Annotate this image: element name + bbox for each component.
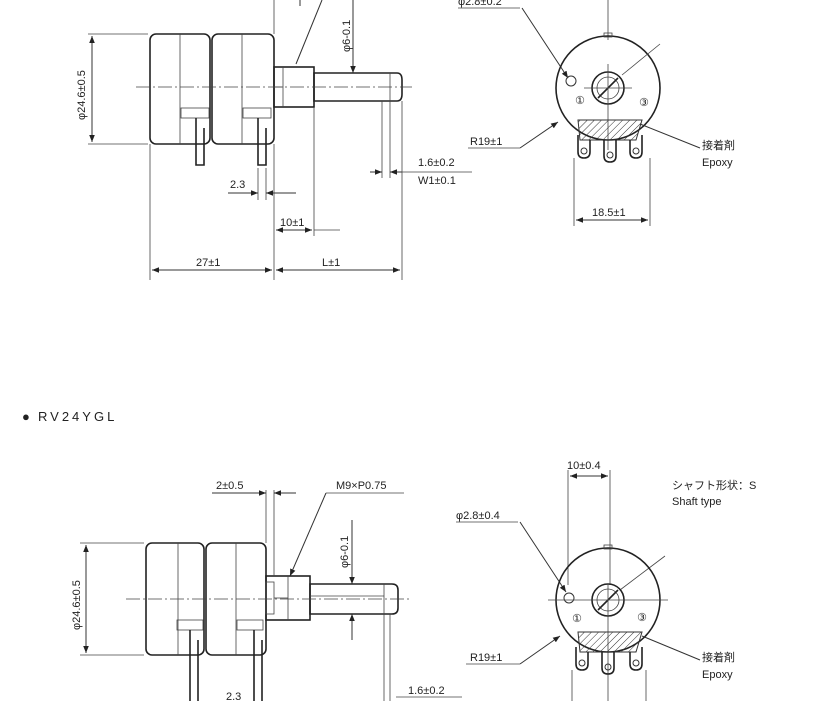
top-lug-3 (629, 135, 643, 159)
bottom-shaft (309, 583, 399, 615)
bottom-front-view: 10±0.4 シャフト形状：S Shaft type φ2.8±0.4 ① ③ … (456, 460, 756, 701)
top-w1-label: W1±0.1 (418, 175, 456, 187)
bottom-terminal-right (253, 630, 263, 701)
top-lug-1 (577, 135, 591, 159)
bottom-m9-label: M9×P0.75 (336, 480, 386, 492)
bottom-adhesive-jp: 接着剤 (702, 650, 735, 664)
bottom-lug-2 (601, 652, 615, 675)
bottom-shaft-type-en: Shaft type (672, 496, 722, 508)
bottom-shaft-type-jp: シャフト形状：S (672, 478, 756, 492)
bottom-lug-1 (575, 647, 589, 671)
top-d27-label: 27±1 (196, 257, 220, 269)
bottom-phi6-label: φ6-0.1 (339, 536, 351, 568)
bottom-d10-label: 10±0.4 (567, 460, 601, 472)
top-mount-hole (565, 75, 577, 87)
section-title-bullet: ● (22, 409, 33, 424)
top-d185-label: 18.5±1 (592, 207, 626, 219)
top-d10-label: 10±1 (280, 217, 304, 229)
top-body-cup-right (211, 33, 275, 145)
bottom-pin1-label: ① (572, 613, 582, 625)
top-d23-label: 2.3 (230, 179, 245, 191)
top-shaft (313, 72, 403, 102)
top-r19-label: R19±1 (470, 136, 502, 148)
top-adhesive-jp: 接着剤 (702, 138, 735, 152)
top-front-view: φ2.8±0.2 ① ③ R19±1 接着剤 Epoxy (458, 0, 735, 226)
bottom-phi28-label: φ2.8±0.4 (456, 510, 500, 522)
top-pin1-label: ① (575, 95, 585, 107)
top-terminal-left (195, 118, 205, 166)
top-dL-label: L±1 (322, 257, 340, 269)
top-d16-label: 1.6±0.2 (418, 157, 455, 169)
bottom-d23-label: 2.3 (226, 691, 241, 701)
bottom-lug-3 (629, 647, 643, 671)
top-phi28-label: φ2.8±0.2 (458, 0, 502, 8)
bottom-d2-label: 2±0.5 (216, 480, 243, 492)
bottom-terminal-left (189, 630, 199, 701)
section-title-text: RV24YGL (38, 409, 117, 424)
top-side-view: φ6-0.1 φ24.6±0.5 1.6±0.2 W1±0.1 2.3 10±1 (76, 0, 472, 280)
top-phi6-label: φ6-0.1 (341, 20, 353, 52)
top-adhesive-en: Epoxy (702, 157, 733, 169)
section-title: ● RV24YGL (22, 409, 117, 424)
bottom-phi246-label: φ24.6±0.5 (71, 580, 83, 630)
bottom-r19-label: R19±1 (470, 652, 502, 664)
bottom-adhesive-en: Epoxy (702, 669, 733, 681)
top-pin3-label: ③ (639, 97, 649, 109)
top-phi246-label: φ24.6±0.5 (76, 70, 88, 120)
bottom-side-view: φ6-0.1 2±0.5 M9×P0.75 φ24.6±0.5 2.3 1.6±… (71, 480, 462, 703)
bottom-pin3-label: ③ (637, 612, 647, 624)
top-terminal-right (257, 118, 267, 166)
bottom-mount-hole (563, 592, 575, 604)
bottom-d16-label: 1.6±0.2 (408, 685, 445, 697)
bottom-adhesive-area (577, 631, 643, 653)
top-lug-2 (603, 140, 617, 163)
top-adhesive-area (577, 119, 643, 141)
